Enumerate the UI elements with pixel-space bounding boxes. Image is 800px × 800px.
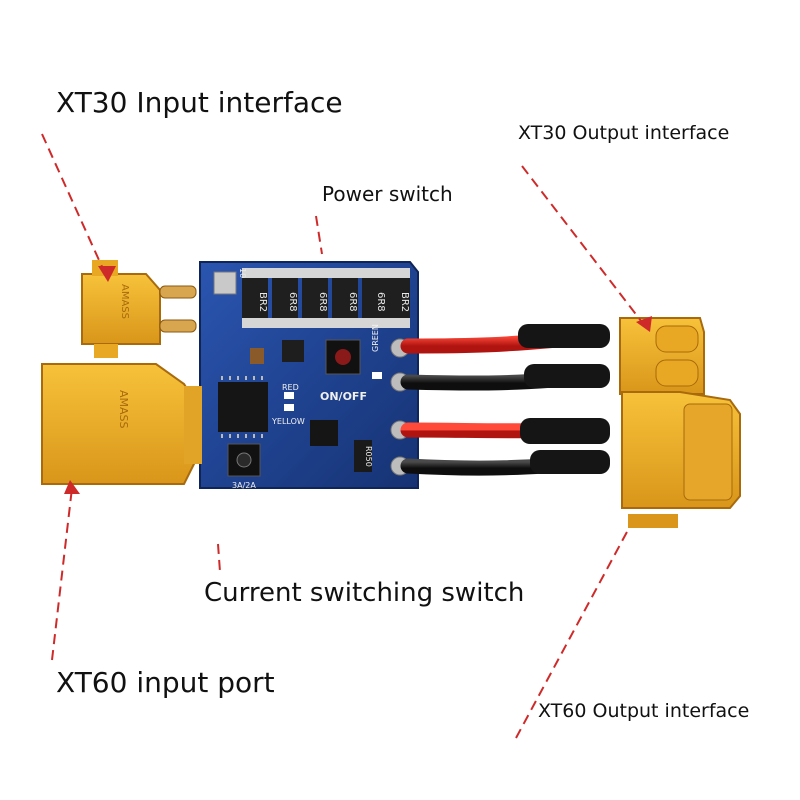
arrow-xt30-input (98, 266, 116, 282)
xt30-input-label: XT30 Input interface (56, 86, 343, 119)
led-yellow (284, 404, 294, 411)
yellow-marking: YELLOW (271, 417, 305, 426)
mosfet-ic (310, 420, 338, 446)
led-green (372, 372, 382, 379)
main-ic (218, 382, 268, 432)
r050-marking: R050 (364, 446, 373, 467)
xt30-output-connector (619, 317, 705, 395)
xt30-input-connector: AMASS (81, 260, 197, 358)
arrowheads (64, 266, 652, 494)
resistor-label-2: 6R8 (287, 292, 298, 312)
leader-lines (41, 133, 649, 739)
arrow-xt60-input (64, 480, 80, 494)
green-marking: GREEN (371, 324, 380, 352)
xt60-input-label: XT60 input port (56, 666, 275, 699)
resistor-label-6: BR2 (399, 292, 410, 312)
pcb-board: BR2 6R8 6R8 6R8 6R8 BR2 10 ON/OFF GREEN … (199, 261, 419, 490)
xt60-output-connector (621, 391, 741, 528)
red-marking: RED (282, 383, 299, 392)
main-ic-pins (221, 376, 263, 438)
shunt-resistor (354, 440, 372, 472)
resistor-row (242, 268, 410, 328)
xt60-input-connector: AMASS (41, 363, 202, 485)
xt60-input-brand: AMASS (117, 390, 130, 429)
power-switch[interactable] (325, 339, 361, 375)
current-switching-switch[interactable] (227, 443, 261, 477)
current-switch-label: Current switching switch (204, 578, 525, 608)
pin-label: 10 (238, 268, 247, 278)
xt30-output-label: XT30 Output interface (518, 122, 730, 144)
transistor (282, 340, 304, 362)
led-red (284, 392, 294, 399)
output-wires (400, 324, 610, 476)
capacitor (213, 271, 237, 295)
xt60-output-label: XT60 Output interface (538, 700, 750, 722)
arrow-xt30-output (636, 316, 652, 332)
resistor-label-4: 6R8 (347, 292, 358, 312)
current-marking: 3A/2A (232, 481, 256, 490)
smd-part (250, 348, 264, 364)
power-switch-label: Power switch (322, 182, 453, 206)
xt30-input-brand: AMASS (119, 284, 130, 319)
resistor-label-3: 6R8 (317, 292, 328, 312)
resistor-label-1: BR2 (257, 292, 268, 312)
on-off-marking: ON/OFF (320, 390, 367, 403)
resistor-label-5: 6R8 (375, 292, 386, 312)
